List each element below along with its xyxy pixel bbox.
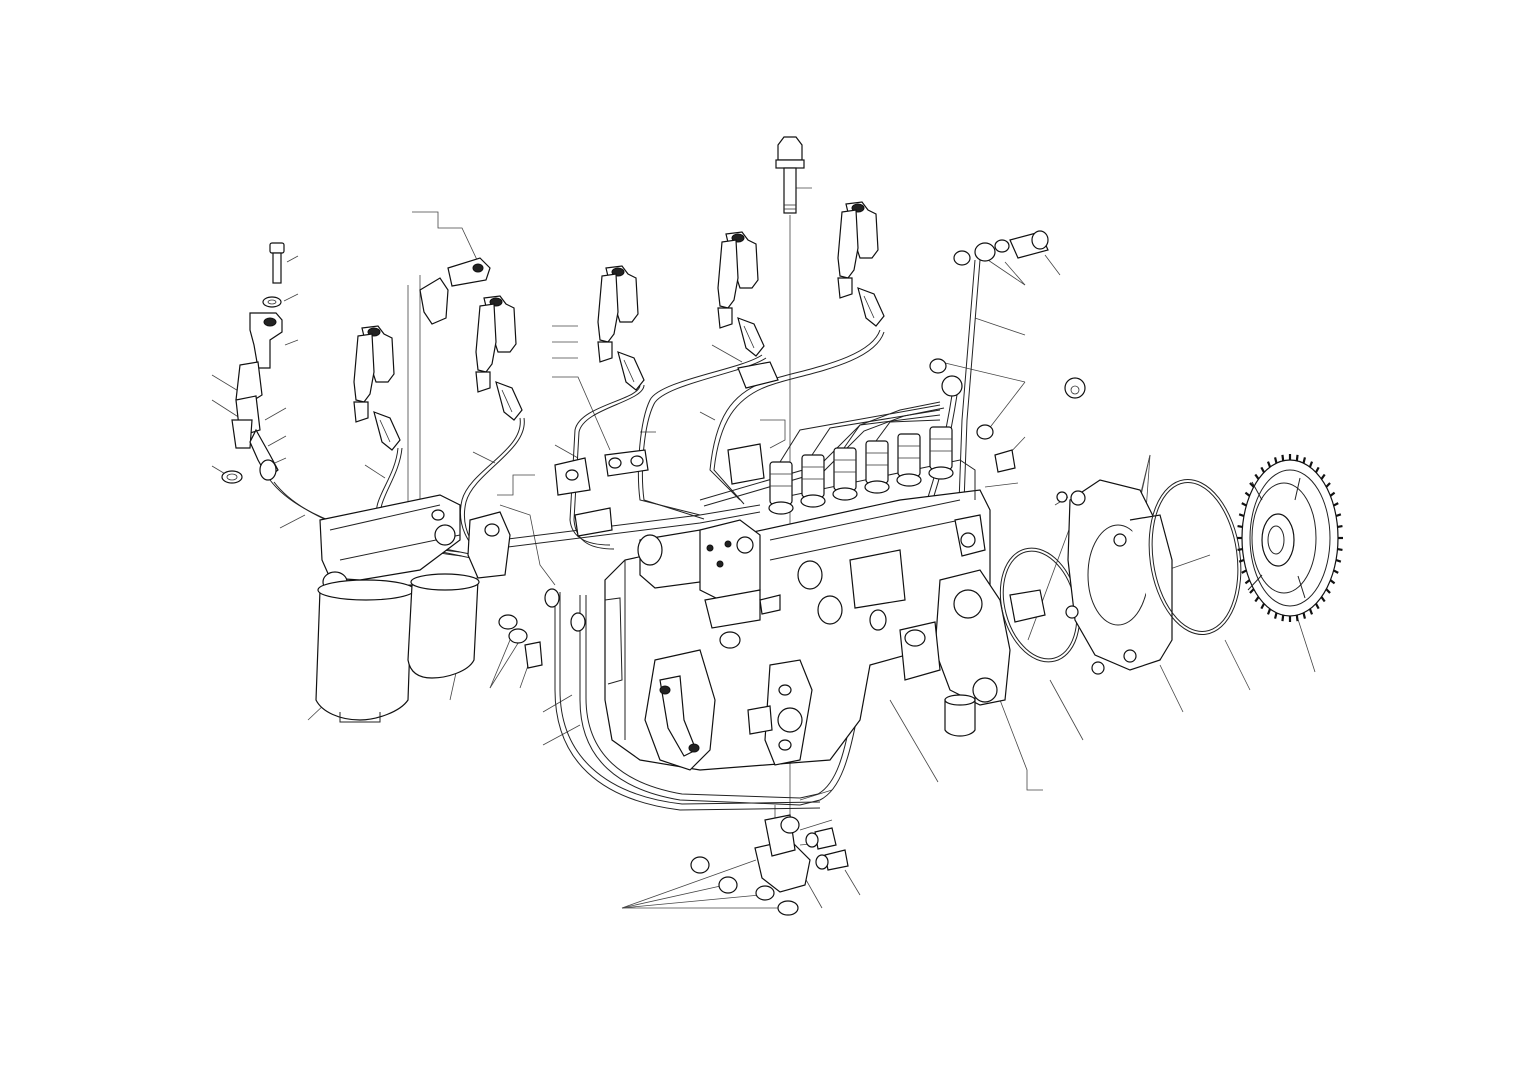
mounting-bracket — [690, 814, 849, 916]
gear-tooth — [1254, 596, 1260, 603]
gear-tooth — [1337, 524, 1343, 528]
injector-5 — [717, 231, 765, 357]
gear-tooth — [1241, 502, 1247, 507]
gear-tooth — [1308, 461, 1314, 468]
gear-tooth — [1320, 473, 1326, 480]
gear-tooth — [1329, 491, 1336, 497]
gear-tooth — [1244, 491, 1251, 497]
gear-tooth — [1314, 603, 1320, 610]
gear-tooth — [1260, 603, 1266, 610]
gear-tooth — [1266, 461, 1272, 468]
gear-tooth — [1320, 596, 1326, 603]
gear-tooth — [1295, 454, 1299, 461]
gear-tooth — [1335, 558, 1342, 563]
gear-tooth — [1249, 482, 1255, 488]
delivery-valves — [768, 404, 954, 515]
injector-6 — [837, 201, 885, 327]
small-seals — [498, 588, 586, 669]
gear-tooth — [1249, 588, 1255, 594]
timing-gear — [1237, 454, 1343, 622]
gear-tooth — [1302, 457, 1307, 464]
injector-left — [231, 361, 279, 481]
pipe-clamps — [419, 257, 779, 537]
gear-tooth — [1295, 615, 1299, 622]
gear-tooth — [1241, 569, 1247, 574]
gear-tooth — [1260, 466, 1266, 473]
injector-3 — [475, 295, 523, 421]
gear-tooth — [1337, 548, 1343, 552]
gear-tooth — [1244, 579, 1251, 585]
clamp-bolt — [221, 242, 285, 484]
gear-tooth — [1273, 457, 1278, 464]
gear-tooth — [1335, 513, 1342, 518]
gear-tooth — [1238, 513, 1245, 518]
gear-tooth — [1329, 579, 1336, 585]
gear-tooth — [1273, 612, 1278, 619]
fuel-filter-1 — [315, 579, 415, 723]
gear-tooth — [1281, 454, 1285, 461]
gear-tooth — [1325, 482, 1331, 488]
gear-tooth — [1314, 466, 1320, 473]
injector-4 — [597, 265, 645, 391]
banjo-parts — [929, 230, 1086, 557]
gear-tooth — [1237, 548, 1243, 552]
gear-tooth — [1325, 588, 1331, 594]
long-bolt — [775, 136, 805, 214]
gear-tooth — [1254, 473, 1260, 480]
gear-tooth — [1237, 524, 1243, 528]
gear-tooth — [1302, 612, 1307, 619]
gear-tooth — [1308, 608, 1314, 615]
injector-2 — [353, 325, 401, 451]
gear-tooth — [1333, 502, 1339, 507]
fuel-filter-2 — [407, 573, 480, 679]
injection-pump — [604, 459, 991, 771]
adapter-housing — [899, 569, 1046, 737]
gear-tooth — [1238, 558, 1245, 563]
gear-tooth — [1333, 569, 1339, 574]
gear-tooth — [1266, 608, 1272, 615]
filter-bracket — [319, 494, 511, 593]
adapter-flange — [1056, 479, 1173, 675]
gear-tooth — [1281, 615, 1285, 622]
gasket — [1148, 479, 1242, 635]
